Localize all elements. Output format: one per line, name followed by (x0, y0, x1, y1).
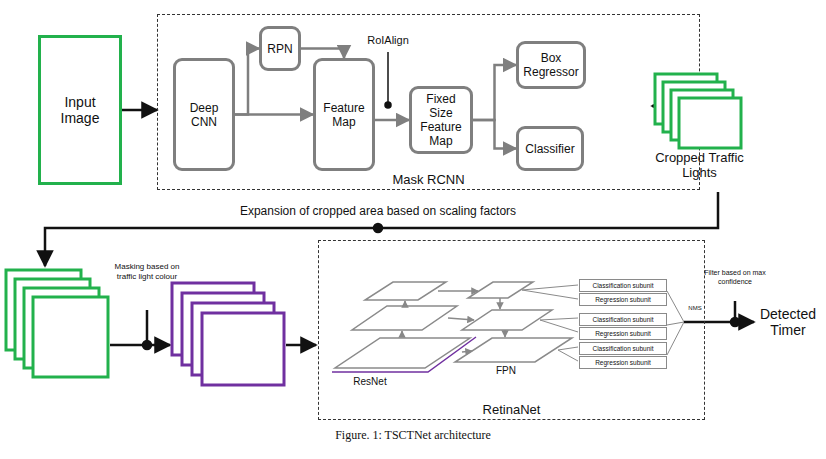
expansion-wire (45, 192, 718, 266)
output-wire (684, 301, 754, 326)
node-label: Regression subunit (595, 330, 651, 338)
node-label: Input Image (45, 94, 115, 126)
flow-arrow (235, 113, 313, 116)
node-label: Classification subunit (592, 345, 653, 353)
retinanet-group: RetinaNetClassification subunitRegressio… (318, 240, 705, 420)
flow-arrow (235, 49, 259, 115)
node-label: Box Regressor (522, 51, 580, 79)
process-box: Classifier (516, 126, 584, 171)
green-crop-stack (6, 270, 108, 377)
subunit-box: Classification subunit (579, 313, 667, 326)
process-box: Box Regressor (516, 41, 586, 89)
mask-rcnn-group: Mask RCNN Deep CNN RPN Feature Map Fixed Siz… (157, 14, 700, 190)
node-label: Regression subunit (595, 359, 651, 367)
subunit-box: Regression subunit (579, 327, 667, 340)
process-box: Deep CNN (173, 58, 235, 171)
crop-squares (652, 72, 747, 150)
subunit-box: Classification subunit (579, 342, 667, 355)
crop-square (679, 98, 741, 148)
resnet-illustration (335, 282, 470, 368)
subunit-box: Regression subunit (579, 293, 667, 306)
fpn-to-subnet-wires (522, 285, 684, 361)
step-note: Expansion of cropped area based on scali… (200, 204, 556, 218)
node-label: Regression subunit (595, 296, 651, 304)
fpn-illustration (438, 282, 572, 362)
flow-arrow (473, 65, 516, 120)
node-label: Feature Map (319, 101, 369, 129)
process-box: Feature Map (313, 58, 375, 171)
retinanet-input-wire (286, 344, 316, 347)
node-label: Classification subunit (592, 316, 653, 324)
roialign-wire (385, 52, 391, 108)
flow-arrow (301, 49, 344, 59)
node-label: RPN (267, 42, 292, 56)
part-label: NMS (686, 305, 704, 312)
step-note: Masking based on traffic light colour (114, 262, 180, 282)
masking-wire (110, 310, 170, 349)
flow-arrow (375, 119, 409, 122)
subunit-box: Classification subunit (579, 279, 667, 292)
process-box: Fixed Size Feature Map (409, 86, 473, 154)
roialign-label: RoIAlign (362, 34, 414, 47)
cropped-lights-stack: Cropped Traffic Lights (652, 72, 747, 184)
part-label: FPN (486, 365, 526, 377)
part-label: ResNet (345, 376, 395, 388)
input-image-box: Input Image (38, 35, 122, 185)
step-note: Filter based on max confidence (704, 268, 766, 286)
subunit-box: Regression subunit (579, 356, 667, 369)
node-label: Classification subunit (592, 282, 653, 290)
group-title: RetinaNet (319, 402, 704, 417)
resnet-highlight (332, 337, 476, 372)
group-title: Mask RCNN (158, 172, 699, 187)
node-label: Cropped Traffic Lights (652, 150, 747, 180)
figure-caption: Figure. 1: TSCTNet architecture (213, 428, 613, 443)
node-label: Deep CNN (179, 101, 229, 129)
output-label: Detected Timer (757, 306, 819, 338)
node-label: Classifier (525, 142, 574, 156)
flow-arrow (473, 120, 516, 149)
process-box: RPN (259, 26, 301, 71)
flow-arrow (122, 109, 157, 112)
node-label: Fixed Size Feature Map (415, 92, 467, 148)
purple-mask-stack (172, 283, 284, 385)
